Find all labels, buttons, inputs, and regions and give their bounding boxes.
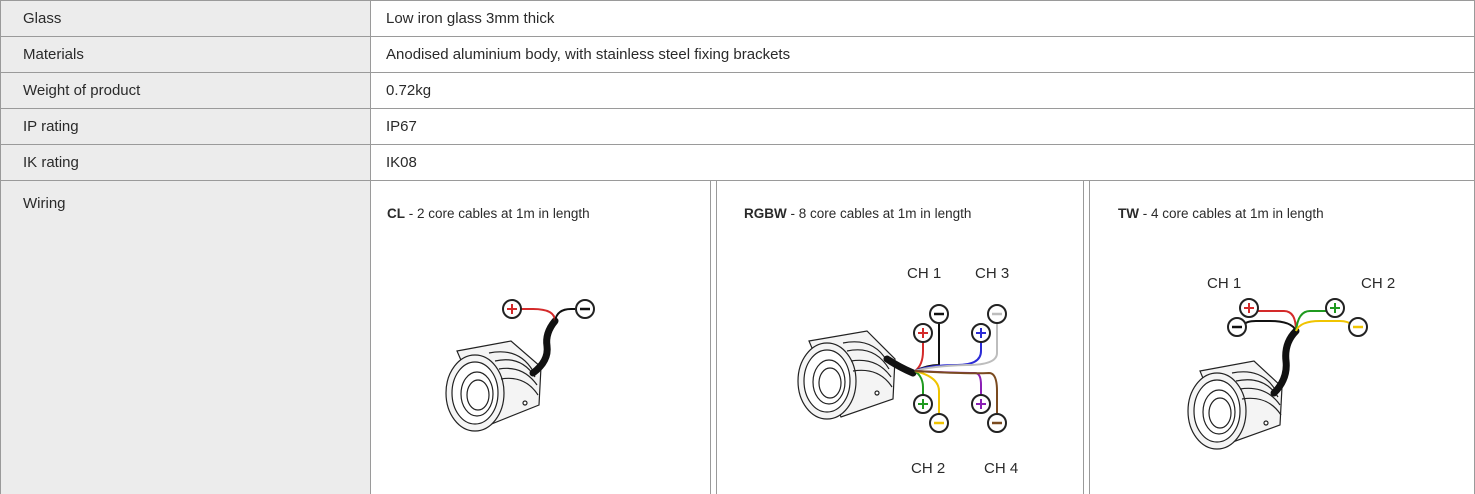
downlight-fitting bbox=[445, 340, 542, 432]
cable-sheath bbox=[529, 317, 559, 377]
wire-grey bbox=[914, 323, 998, 372]
cable-sheath bbox=[883, 355, 917, 377]
row-label-cell: Weight of product bbox=[0, 73, 370, 109]
wire-yellow bbox=[914, 370, 940, 413]
row-value: IP67 bbox=[386, 118, 417, 135]
row-label-cell: Materials bbox=[0, 37, 370, 73]
row-value-cell: IP67 bbox=[370, 109, 1475, 145]
downlight-fitting bbox=[1187, 360, 1283, 450]
wire-black bbox=[554, 308, 575, 322]
channel-label: CH 3 bbox=[975, 265, 1009, 282]
negative-terminal-icon bbox=[929, 413, 949, 433]
negative-terminal-icon bbox=[1348, 317, 1368, 337]
row-label: Glass bbox=[23, 10, 62, 27]
panel-title: CL - 2 core cables at 1m in length bbox=[387, 206, 590, 221]
wire-green bbox=[1295, 310, 1328, 332]
positive-terminal-icon bbox=[913, 394, 933, 414]
positive-terminal-icon bbox=[1325, 298, 1345, 318]
wire-yellow bbox=[1295, 320, 1353, 332]
row-value-cell: Low iron glass 3mm thick bbox=[370, 0, 1475, 37]
wiring-panel-tw: TW - 4 core cables at 1m in length CH 1 … bbox=[1090, 181, 1474, 494]
positive-terminal-icon bbox=[502, 299, 522, 319]
negative-terminal-icon bbox=[575, 299, 595, 319]
panel-desc: - 4 core cables at 1m in length bbox=[1139, 206, 1324, 221]
panel-title: RGBW - 8 core cables at 1m in length bbox=[744, 206, 971, 221]
row-value-cell: 0.72kg bbox=[370, 73, 1475, 109]
panel-separator bbox=[710, 181, 717, 494]
row-label-cell: IK rating bbox=[0, 145, 370, 181]
rgbw-wiring-diagram: CH 1 CH 3 CH 2 CH 4 bbox=[797, 265, 1018, 477]
channel-label: CH 2 bbox=[1361, 275, 1395, 292]
wiring-panel-cl: CL - 2 core cables at 1m in length bbox=[371, 181, 710, 494]
downlight-fitting bbox=[797, 330, 896, 420]
row-ik-rating: IK rating IK08 bbox=[0, 145, 1475, 181]
row-label: Wiring bbox=[23, 195, 66, 212]
cable-sheath bbox=[1270, 327, 1300, 397]
channel-label: CH 4 bbox=[984, 460, 1018, 477]
wire-brown bbox=[914, 370, 998, 413]
positive-terminal-icon bbox=[1239, 298, 1259, 318]
panel-desc: - 2 core cables at 1m in length bbox=[405, 206, 590, 221]
tw-wiring-diagram: CH 1 CH 2 bbox=[1187, 275, 1395, 450]
row-label: IK rating bbox=[23, 154, 79, 171]
row-value-cell: IK08 bbox=[370, 145, 1475, 181]
row-label: IP rating bbox=[23, 118, 79, 135]
panel-desc: - 8 core cables at 1m in length bbox=[786, 206, 972, 221]
channel-label: CH 1 bbox=[907, 265, 941, 282]
positive-terminal-icon bbox=[971, 394, 991, 414]
row-value: 0.72kg bbox=[386, 82, 432, 99]
wire-green bbox=[914, 370, 924, 395]
row-label: Materials bbox=[23, 46, 84, 63]
wire-black bbox=[1243, 320, 1297, 332]
row-label-cell: Glass bbox=[0, 0, 370, 37]
channel-label: CH 1 bbox=[1207, 275, 1241, 292]
panel-code: RGBW bbox=[744, 206, 787, 221]
wire-red bbox=[914, 341, 924, 372]
panel-code: CL bbox=[387, 206, 405, 221]
cl-wiring-diagram bbox=[445, 299, 595, 432]
positive-terminal-icon bbox=[913, 323, 933, 343]
negative-terminal-icon bbox=[929, 304, 949, 324]
negative-terminal-icon bbox=[1227, 317, 1247, 337]
row-value-cell: Anodised aluminium body, with stainless … bbox=[370, 37, 1475, 73]
row-materials: Materials Anodised aluminium body, with … bbox=[0, 37, 1475, 73]
wiring-panels: CL - 2 core cables at 1m in length bbox=[370, 181, 1475, 494]
row-value: IK08 bbox=[386, 154, 417, 171]
negative-terminal-icon bbox=[987, 413, 1007, 433]
wiring-panel-rgbw: RGBW - 8 core cables at 1m in length CH … bbox=[717, 181, 1083, 494]
row-ip-rating: IP rating IP67 bbox=[0, 109, 1475, 145]
row-wiring: Wiring CL - 2 core cables at 1m in lengt… bbox=[0, 181, 1475, 494]
negative-terminal-icon bbox=[987, 304, 1007, 324]
row-label-cell: Wiring bbox=[0, 181, 370, 494]
wire-red bbox=[521, 308, 556, 322]
row-value: Anodised aluminium body, with stainless … bbox=[386, 46, 791, 63]
panel-separator bbox=[1083, 181, 1090, 494]
panel-title: TW - 4 core cables at 1m in length bbox=[1118, 206, 1324, 221]
row-value: Low iron glass 3mm thick bbox=[386, 10, 555, 27]
row-label: Weight of product bbox=[23, 82, 141, 99]
positive-terminal-icon bbox=[971, 323, 991, 343]
row-weight: Weight of product 0.72kg bbox=[0, 73, 1475, 109]
panel-code: TW bbox=[1118, 206, 1139, 221]
row-glass: Glass Low iron glass 3mm thick bbox=[0, 0, 1475, 37]
row-label-cell: IP rating bbox=[0, 109, 370, 145]
channel-label: CH 2 bbox=[911, 460, 945, 477]
